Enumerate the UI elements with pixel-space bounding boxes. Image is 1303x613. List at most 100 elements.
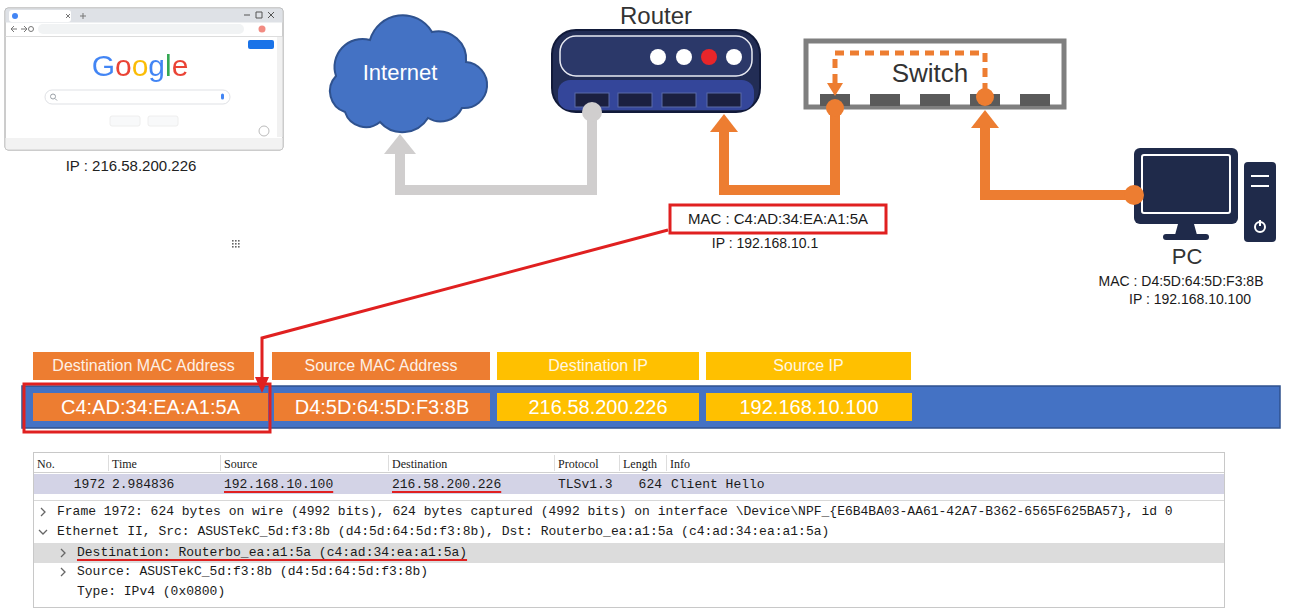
status-light [676, 49, 692, 65]
column-header: No. [37, 457, 55, 472]
address-bar [38, 24, 244, 34]
device-label: Router [620, 2, 692, 30]
monitor-base [1163, 234, 1209, 240]
device-label: Switch [892, 59, 969, 89]
highlight-frame [24, 384, 270, 432]
mac-address: C4:AD:34:EA:A1:5A [61, 396, 240, 419]
network-port [707, 93, 741, 107]
search-icon [55, 99, 57, 101]
sign-in-button [248, 40, 274, 49]
status-light [650, 49, 666, 65]
column-header: Info [670, 457, 690, 472]
table-cell: 624 [639, 477, 662, 493]
lucky-button [148, 116, 178, 126]
column-header: Time [112, 457, 137, 472]
table-cell: 216.58.200.226 [392, 477, 501, 493]
callout-frame [670, 205, 886, 233]
router-device: Router [548, 2, 762, 114]
apps-dot [235, 240, 237, 242]
packet-detail: Source: ASUSTekC_5d:f3:8b (d4:5d:64:5d:f… [77, 564, 428, 580]
connector-line [724, 110, 835, 190]
screen [1142, 155, 1230, 213]
expand-chevron [61, 549, 65, 557]
connector-arrow [255, 230, 668, 393]
arrow-head [971, 110, 999, 128]
port-dot [976, 88, 994, 106]
apps-dot [238, 240, 240, 242]
port-dot [582, 102, 602, 122]
connector-line [262, 230, 668, 382]
mac-callout: MAC : C4:AD:34:EA:A1:5A IP : 192.168.10.1 [668, 203, 890, 253]
pc-tower [1244, 162, 1276, 242]
table-cell: 192.168.10.100 [224, 477, 333, 493]
shield-icon [259, 126, 269, 136]
reload-icon [29, 27, 34, 32]
apps-dot [238, 243, 240, 245]
selected-row [34, 474, 1224, 494]
field-name: Source MAC Address [305, 357, 458, 375]
field-header: Destination MAC Address [33, 352, 254, 380]
column-header: Length [623, 457, 657, 472]
apps-dot [232, 243, 234, 245]
field-name: Destination IP [548, 357, 648, 375]
network-port [662, 93, 696, 107]
column-header: Destination [392, 457, 447, 472]
search-box [45, 90, 230, 104]
field-header: Destination IP [497, 352, 699, 380]
field-value: C4:AD:34:EA:A1:5A [33, 393, 268, 421]
internal-path [835, 53, 985, 92]
connector-line [985, 123, 1086, 195]
apps-dot [235, 246, 237, 248]
cloud-label: Internet [363, 60, 438, 85]
browser-tab [9, 10, 71, 22]
apps-dot [238, 246, 240, 248]
ip-address: IP : 192.168.10.1 [712, 235, 818, 251]
mac-address: D4:5D:64:5D:F3:8B [295, 396, 470, 419]
field-name: Source IP [773, 357, 843, 375]
network-port [870, 94, 900, 106]
search-button [110, 116, 140, 126]
drive-bay [1251, 176, 1269, 186]
switch-device: Switch [803, 38, 1069, 110]
arrow-head [255, 377, 269, 393]
browser-screenshot: Google IP : 216.58.200.226 [5, 8, 285, 180]
connector-arrow [971, 110, 1086, 195]
pane-rule [34, 500, 1224, 501]
connector-line [400, 114, 592, 190]
selected-detail [34, 543, 1224, 563]
column-header: Protocol [558, 457, 599, 472]
frame-bar [22, 386, 1280, 428]
collapse-chevron [39, 530, 47, 534]
search-icon [51, 94, 56, 99]
window-controls [244, 12, 274, 18]
logo-text: Google [92, 49, 189, 84]
router-body [552, 30, 760, 112]
toolbar-rule [6, 36, 283, 37]
nav-arrows [11, 26, 27, 32]
field-name: Destination MAC Address [52, 357, 234, 375]
arrow-head [384, 134, 416, 154]
arrow-head [710, 114, 738, 132]
table-cell: Client Hello [671, 477, 765, 493]
device-label: PC [1172, 244, 1203, 269]
connector-arrow [710, 110, 835, 190]
table-cell: TLSv1.3 [558, 477, 613, 493]
monitor [1134, 148, 1238, 224]
packet-detail: Frame 1972: 624 bytes on wire (4992 bits… [57, 504, 1173, 520]
ip-address: IP : 192.168.10.100 [1129, 291, 1251, 307]
ip-address: 216.58.200.226 [528, 396, 667, 419]
mac-address: MAC : C4:AD:34:EA:A1:5A [688, 210, 868, 227]
port-dot [1124, 185, 1144, 205]
field-header: Source IP [706, 352, 911, 380]
apps-dot [232, 246, 234, 248]
switch-body [806, 41, 1064, 107]
table-cell: 1972 [74, 477, 105, 493]
status-light [701, 49, 717, 65]
ip-address: IP : 216.58.200.226 [66, 157, 197, 174]
field-value: 192.168.10.100 [706, 393, 912, 421]
cloud-shape [330, 15, 487, 132]
router-top [560, 36, 752, 76]
monitor-stand [1175, 224, 1197, 235]
table-cell: 2.984836 [112, 477, 174, 493]
